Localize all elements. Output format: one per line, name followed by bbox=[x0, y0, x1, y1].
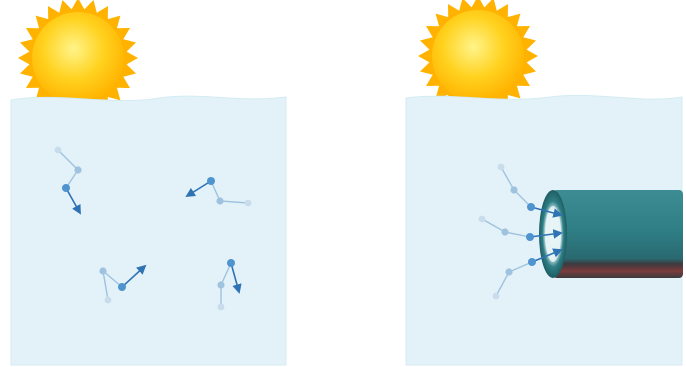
particle-strong bbox=[526, 233, 534, 241]
particle-faded bbox=[245, 200, 252, 207]
particle-faded bbox=[105, 297, 112, 304]
right-panel bbox=[406, 0, 683, 365]
particle-mid bbox=[510, 186, 517, 193]
particle-mid bbox=[505, 268, 512, 275]
sun-core bbox=[32, 12, 124, 104]
particle-faded bbox=[55, 147, 62, 154]
particle-mid bbox=[501, 228, 508, 235]
particle-faded bbox=[493, 293, 500, 300]
particle-strong bbox=[528, 258, 536, 266]
sun-core bbox=[432, 10, 524, 102]
particle-mid bbox=[99, 267, 106, 274]
left-panel bbox=[11, 0, 286, 365]
tube-icon bbox=[539, 190, 683, 278]
particle-faded bbox=[479, 216, 486, 223]
particle-mid bbox=[217, 281, 224, 288]
particle-strong bbox=[207, 177, 215, 185]
particle-strong bbox=[527, 203, 535, 211]
particle-faded bbox=[218, 304, 225, 311]
particle-strong bbox=[62, 184, 70, 192]
particle-faded bbox=[498, 164, 505, 171]
particle-mid bbox=[216, 197, 223, 204]
particle-strong bbox=[118, 283, 126, 291]
water-body bbox=[11, 96, 286, 365]
particle-strong bbox=[227, 259, 235, 267]
particle-mid bbox=[74, 166, 81, 173]
